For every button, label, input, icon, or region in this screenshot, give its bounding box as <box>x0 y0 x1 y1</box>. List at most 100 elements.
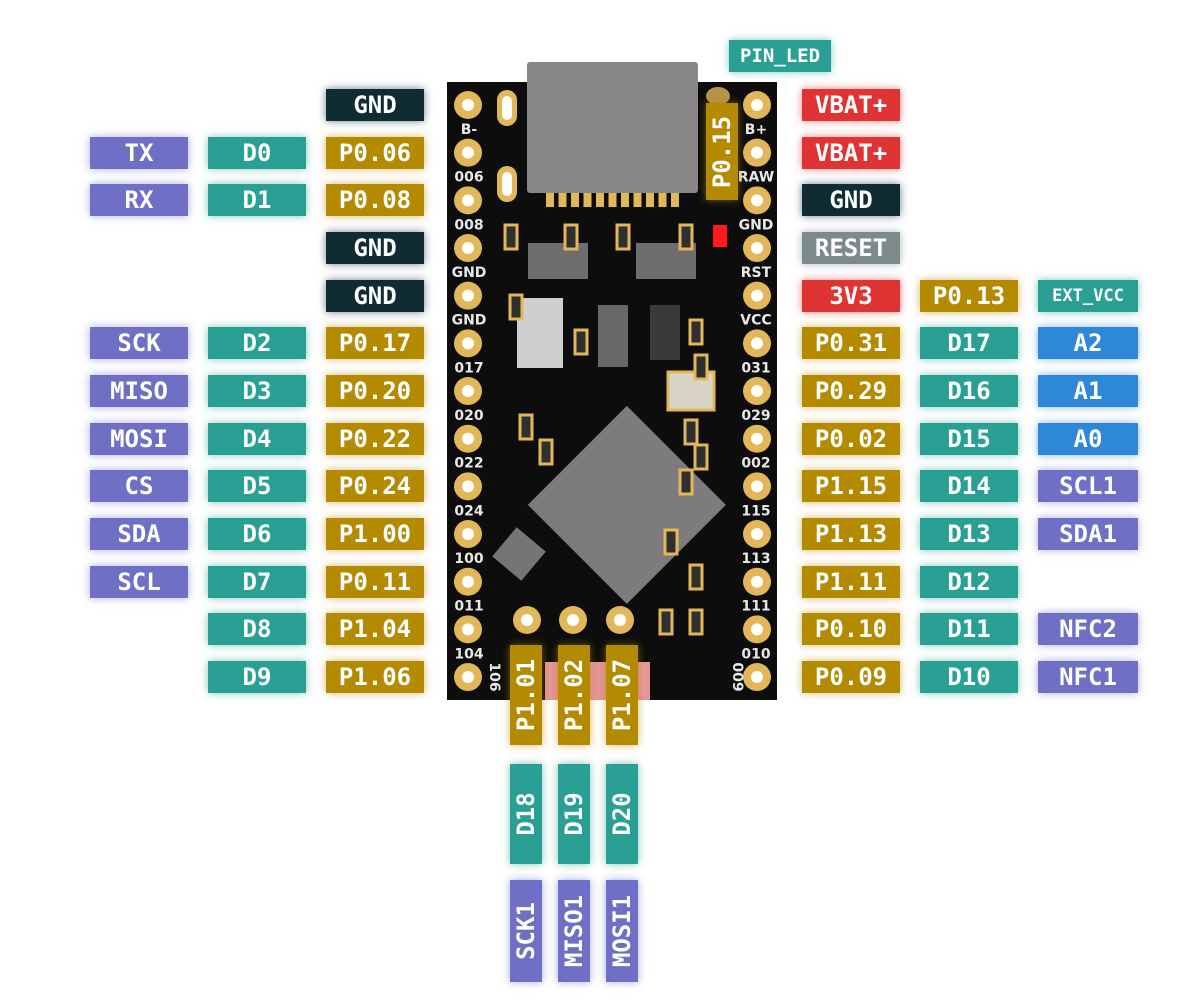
pin-label-gnd: GND <box>326 232 424 264</box>
pin-label-d5: D5 <box>208 470 306 503</box>
pin-label-p0-29: P0.29 <box>802 375 900 408</box>
pin-label-p1-15: P1.15 <box>802 470 900 503</box>
pin-label-cs: CS <box>90 470 188 503</box>
pin-label-scl: SCL <box>90 565 188 598</box>
pin-hole <box>462 432 474 445</box>
usb-pad <box>671 193 679 207</box>
silkscreen-right: B+ <box>745 122 767 138</box>
pin-label-vbat: VBAT+ <box>802 89 900 121</box>
usb-pad <box>633 193 642 207</box>
smd-part <box>688 563 704 591</box>
pin-hole <box>751 671 763 684</box>
pin-label-p1-02: P1.02 <box>558 645 590 745</box>
pin-label-text: D20 <box>608 792 636 836</box>
pin-label-pin-led: PIN_LED <box>729 40 831 72</box>
pin-label-p1-13: P1.13 <box>802 518 900 551</box>
silkscreen-left: B- <box>461 122 478 138</box>
pin-label-text: P1.01 <box>512 658 540 732</box>
silkscreen-left: 017 <box>454 360 483 376</box>
pin-label-gnd: GND <box>802 184 900 217</box>
pin-label-p1-11: P1.11 <box>802 565 900 598</box>
component <box>598 305 628 367</box>
pin-hole <box>751 194 763 207</box>
silkscreen-left: 024 <box>454 503 483 519</box>
pin-label-d18: D18 <box>510 764 542 864</box>
pin-hole <box>751 385 763 398</box>
pin-label-mosi1: MOSI1 <box>606 880 638 982</box>
pin-label-d3: D3 <box>208 375 306 408</box>
pin-label-p1-00: P1.00 <box>326 518 424 551</box>
pin-hole <box>462 146 474 159</box>
smd-part <box>693 443 709 471</box>
pin-label-text: P0.15 <box>708 115 736 188</box>
pin-hole <box>462 242 474 255</box>
pin-hole <box>462 385 474 398</box>
smd-part <box>678 223 694 251</box>
pin-hole <box>751 528 763 541</box>
pin-label-p1-01: P1.01 <box>510 645 542 745</box>
smd-part <box>683 418 699 446</box>
smd-part <box>563 223 579 251</box>
smd-part <box>518 413 534 441</box>
silkscreen-left: GND <box>452 313 487 329</box>
usb-pad <box>646 193 654 207</box>
pin-label-gnd: GND <box>326 89 424 121</box>
pin-label-p1-06: P1.06 <box>326 661 424 694</box>
silkscreen-right: 031 <box>741 360 770 376</box>
pin-label-text: SCK1 <box>512 902 540 960</box>
silkscreen-right: RST <box>741 265 772 281</box>
pin-label-vbat: VBAT+ <box>802 136 900 169</box>
pin-hole <box>751 289 763 302</box>
pin-label-sda: SDA <box>90 518 188 551</box>
silkscreen-left: 022 <box>454 456 483 472</box>
smd-part <box>663 528 679 556</box>
usb-pad <box>571 193 579 207</box>
silkscreen-right: 111 <box>741 599 770 615</box>
regulator <box>528 243 588 279</box>
mount-slot-hole <box>502 172 512 196</box>
silkscreen-left: 006 <box>454 170 483 186</box>
smd-part <box>508 293 524 321</box>
pin-label-d16: D16 <box>920 375 1018 408</box>
silkscreen-left: 106 <box>486 662 502 691</box>
silkscreen-left: 020 <box>454 408 483 424</box>
smd-part <box>688 608 704 636</box>
pin-label-a2: A2 <box>1038 327 1138 360</box>
pin-label-text: P1.07 <box>608 658 636 732</box>
component <box>492 527 546 581</box>
silkscreen-right: VCC <box>740 313 771 329</box>
pin-label-text: MISO1 <box>560 894 588 968</box>
silkscreen-right: 029 <box>741 408 770 424</box>
silkscreen-left: 104 <box>454 646 483 662</box>
smd-part <box>615 223 631 251</box>
silkscreen-right: 010 <box>741 646 770 662</box>
pin-label-text: MOSI1 <box>608 894 636 968</box>
pin-label-mosi: MOSI <box>90 422 188 455</box>
pin-label-p0-31: P0.31 <box>802 327 900 360</box>
inductor <box>517 298 563 368</box>
pin-label-p0-24: P0.24 <box>326 470 424 503</box>
pin-hole <box>751 99 763 111</box>
pin-hole <box>567 614 579 626</box>
pin-label-d9: D9 <box>208 661 306 694</box>
pin-label-p1-04: P1.04 <box>326 613 424 646</box>
pin-hole <box>751 575 763 588</box>
pin-label-d6: D6 <box>208 518 306 551</box>
usb-connector <box>527 62 698 193</box>
pin-label-d2: D2 <box>208 327 306 360</box>
smd-part <box>503 223 519 251</box>
pin-label-miso: MISO <box>90 375 188 408</box>
pin-hole <box>751 480 763 493</box>
pin-label-d13: D13 <box>920 518 1018 551</box>
pin-label-scl1: SCL1 <box>1038 470 1138 503</box>
usb-pad <box>558 193 567 207</box>
usb-pad <box>608 193 617 207</box>
silkscreen-left: GND <box>452 265 487 281</box>
smd-part <box>688 318 704 346</box>
usb-pad <box>658 193 667 207</box>
pin-label-nfc2: NFC2 <box>1038 613 1138 646</box>
pin-label-d11: D11 <box>920 613 1018 646</box>
pin-label-d1: D1 <box>208 184 306 217</box>
pin-label-p0-06: P0.06 <box>326 136 424 169</box>
pin-label-d7: D7 <box>208 565 306 598</box>
